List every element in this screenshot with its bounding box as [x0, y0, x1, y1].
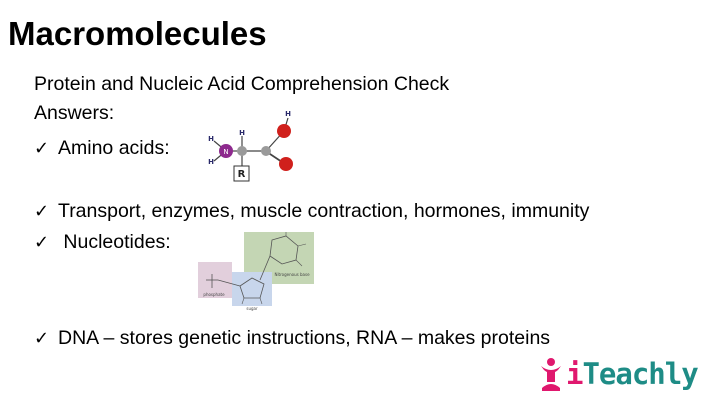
base-label: Nitrogenous base [274, 272, 310, 277]
sugar-background [232, 272, 272, 306]
bullet-amino-acids: ✓ Amino acids: [34, 136, 170, 161]
r-group-label: R [238, 169, 246, 180]
checkmark-icon: ✓ [34, 138, 50, 159]
hydrogen-label-amine-1: H [208, 135, 214, 143]
checkmark-icon: ✓ [34, 328, 50, 349]
checkmark-icon: ✓ [34, 201, 50, 222]
logo-wordmark: iTeachly [566, 357, 699, 391]
r-group-box [233, 165, 250, 182]
bullet-text: Transport, enzymes, muscle contraction, … [58, 200, 590, 222]
nitrogen-atom [219, 144, 233, 158]
subtitle-line-2: Answers: [34, 102, 115, 124]
nitrogen-label: N [223, 148, 228, 156]
subtitle-line-1: Protein and Nucleic Acid Comprehension C… [34, 73, 450, 95]
iteachly-logo: iTeachly [538, 356, 699, 392]
amino-acid-diagram: N H H H H R [208, 110, 293, 182]
logo-i: i [566, 357, 583, 391]
bullet-nucleotides: ✓ Nucleotides: [34, 230, 171, 255]
logo-figure-icon [541, 358, 561, 391]
alpha-carbon-atom [237, 146, 247, 156]
bullet-functions: ✓ Transport, enzymes, muscle contraction,… [34, 199, 589, 224]
sugar-ring [239, 277, 265, 299]
bullet-dna-rna: ✓ DNA – stores genetic instructions, RNA … [34, 326, 550, 351]
logo-text: Teachly [582, 357, 698, 391]
hydrogen-label-hydroxyl: H [285, 110, 291, 118]
oxygen-atom-top [277, 124, 291, 138]
sugar-label: sugar [246, 306, 258, 311]
bullet-text: DNA – stores genetic instructions, RNA –… [58, 327, 551, 349]
carboxyl-carbon-atom [261, 146, 271, 156]
slide-title: Macromolecules [8, 15, 267, 52]
hydrogen-label-alpha: H [239, 129, 245, 137]
hydrogen-label-amine-2: H [208, 158, 214, 166]
oxygen-atom-bottom [279, 157, 293, 171]
bullet-text: Amino acids: [58, 137, 170, 159]
bullet-text: Nucleotides: [58, 231, 171, 253]
checkmark-icon: ✓ [34, 232, 50, 253]
nucleotide-diagram: Nitrogenous base phosphate sugar [198, 232, 314, 311]
phosphate-label: phosphate [203, 292, 225, 297]
